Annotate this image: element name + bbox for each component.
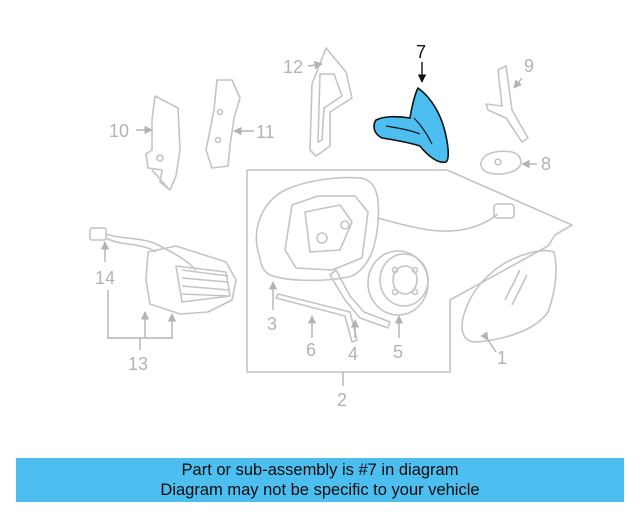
- mirror-cable: [377, 213, 499, 232]
- wire-clip: [485, 65, 529, 143]
- callout-4: 4: [348, 344, 358, 364]
- callout-9: 9: [524, 56, 534, 76]
- callout-12: 12: [283, 57, 303, 77]
- parts-diagram: 1 2 3 4 5 6 7 8 9 10 11 12 13 14: [89, 42, 573, 410]
- callout-7: 7: [416, 42, 426, 62]
- mirror-motor: [367, 250, 429, 316]
- mirror-cap: [480, 150, 522, 175]
- bezel: [205, 79, 241, 169]
- info-banner: Part or sub-assembly is #7 in diagram Di…: [16, 458, 624, 502]
- callout-8: 8: [541, 154, 551, 174]
- highlighted-part-7: [373, 87, 450, 164]
- callout-10: 10: [109, 121, 129, 141]
- banner-line-1: Part or sub-assembly is #7 in diagram: [181, 461, 459, 479]
- bracket: [329, 269, 391, 329]
- assembly-frame: [246, 169, 573, 373]
- cable-connector: [493, 203, 515, 219]
- mount-plate: [145, 95, 181, 191]
- callout-2: 2: [337, 390, 347, 410]
- callout-11: 11: [256, 122, 275, 142]
- callout-14: 14: [95, 268, 115, 288]
- callout-5: 5: [393, 342, 403, 362]
- mirror-glass: [461, 249, 557, 343]
- callout-6: 6: [306, 340, 316, 360]
- cover-trim: [309, 47, 353, 157]
- callout-13: 13: [128, 354, 148, 374]
- signal-lamp: [89, 227, 237, 315]
- banner-line-2: Diagram may not be specific to your vehi…: [160, 481, 480, 499]
- mirror-housing: [255, 176, 380, 282]
- leader-lines: [100, 60, 537, 386]
- callout-1: 1: [497, 348, 507, 368]
- seal-strip: [275, 293, 358, 343]
- callout-3: 3: [267, 314, 277, 334]
